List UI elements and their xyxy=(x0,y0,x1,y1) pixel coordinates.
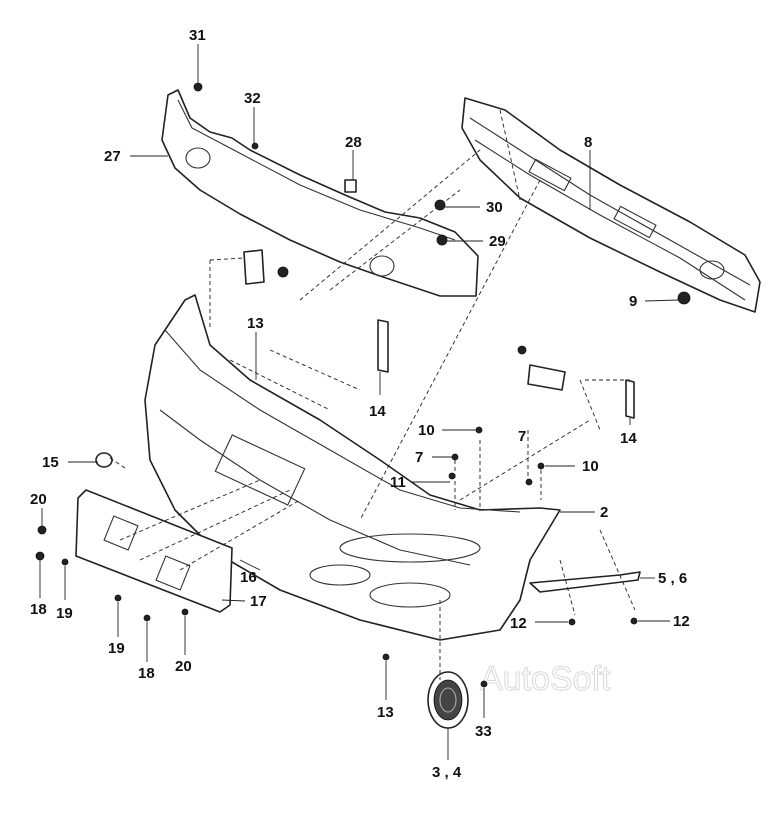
callout-10-left: 10 xyxy=(418,422,435,439)
front-bumper-cover-2 xyxy=(144,294,561,641)
callout-18-bottom: 18 xyxy=(138,665,155,682)
callout-7-right: 7 xyxy=(518,428,526,445)
watermark: AutoSoft xyxy=(480,660,611,698)
callout-8: 8 xyxy=(584,134,592,151)
callout-19-left: 19 xyxy=(56,605,73,622)
upper-panel-27 xyxy=(161,89,479,297)
callout-7-left: 7 xyxy=(415,449,423,466)
callout-27: 27 xyxy=(104,148,121,165)
callout-13-lower: 13 xyxy=(377,704,394,721)
callout-10-right: 10 xyxy=(582,458,599,475)
license-bracket-17 xyxy=(75,489,233,613)
callout-19-bottom: 19 xyxy=(108,640,125,657)
callout-28: 28 xyxy=(345,134,362,151)
callout-14-left: 14 xyxy=(369,403,386,420)
impact-beam-8 xyxy=(461,97,761,313)
callout-labels: 31 32 27 28 30 29 8 9 13 14 10 7 7 10 14… xyxy=(30,27,690,781)
leader-lines xyxy=(39,44,679,760)
callout-18-left: 18 xyxy=(30,601,47,618)
callout-9: 9 xyxy=(629,293,637,310)
callout-12-left: 12 xyxy=(510,615,527,632)
callout-29: 29 xyxy=(489,233,506,250)
callout-5-6: 5 , 6 xyxy=(658,570,687,587)
callout-15: 15 xyxy=(42,454,59,471)
callout-33: 33 xyxy=(475,723,492,740)
callout-3-4: 3 , 4 xyxy=(432,764,462,781)
callout-20-left: 20 xyxy=(30,491,47,508)
callout-16: 16 xyxy=(240,569,257,586)
callout-32: 32 xyxy=(244,90,261,107)
callout-2: 2 xyxy=(600,504,608,521)
callout-13-upper: 13 xyxy=(247,315,264,332)
callout-30: 30 xyxy=(486,199,503,216)
callout-20-bottom: 20 xyxy=(175,658,192,675)
callout-31: 31 xyxy=(189,27,206,44)
callout-12-right: 12 xyxy=(673,613,690,630)
fog-lamp-3-4 xyxy=(427,671,469,729)
callout-17: 17 xyxy=(250,593,267,610)
callout-11: 11 xyxy=(390,474,406,491)
hardware-pieces xyxy=(35,82,691,688)
callout-14-right: 14 xyxy=(620,430,637,447)
